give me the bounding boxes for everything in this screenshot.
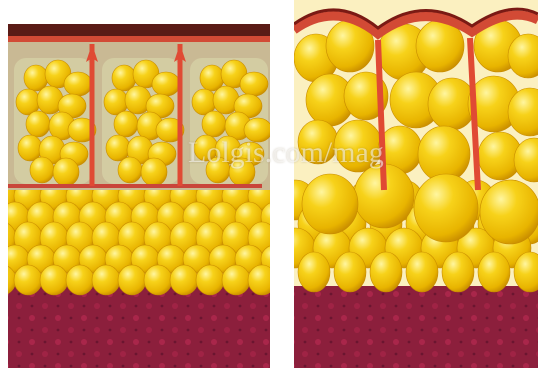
dermis-layer [8,24,270,38]
fat-globule [370,252,402,292]
fat-globule [66,265,94,295]
skin-layer [8,36,270,42]
fat-globule [222,265,250,295]
fat-globule [418,126,470,182]
fat-globule [442,252,474,292]
fat-globule [114,111,138,137]
normal-fat-panel [0,24,289,368]
fat-globule [170,265,198,295]
fat-globule [106,135,130,161]
fat-globule [40,265,68,295]
fat-globule [26,111,50,137]
fat-globule [196,265,224,295]
fat-globule [92,265,120,295]
muscle-layer [8,282,270,368]
fat-globule [152,72,180,96]
fat-globule [414,174,478,242]
fat-globule [302,174,358,234]
fat-globule [118,265,146,295]
fat-globule [240,72,268,96]
fat-globule [141,158,167,186]
cellulite-fat-panel [277,0,546,368]
fat-globule [64,72,92,96]
fat-globule [118,157,142,183]
fat-globule [406,252,438,292]
watermark-text: Lolgis.com/mag [188,136,384,170]
fat-globule [144,265,172,295]
muscle-layer [294,286,538,368]
fat-globule [30,157,54,183]
panel-divider [276,0,290,368]
fat-globule [18,135,42,161]
fat-globule [480,180,540,244]
fat-globule [334,252,366,292]
lower-fat-layer [0,182,289,295]
fat-globule [202,111,226,137]
fat-globule [478,252,510,292]
fat-globule [14,265,42,295]
fat-globule [298,252,330,292]
fat-globule [53,158,79,186]
